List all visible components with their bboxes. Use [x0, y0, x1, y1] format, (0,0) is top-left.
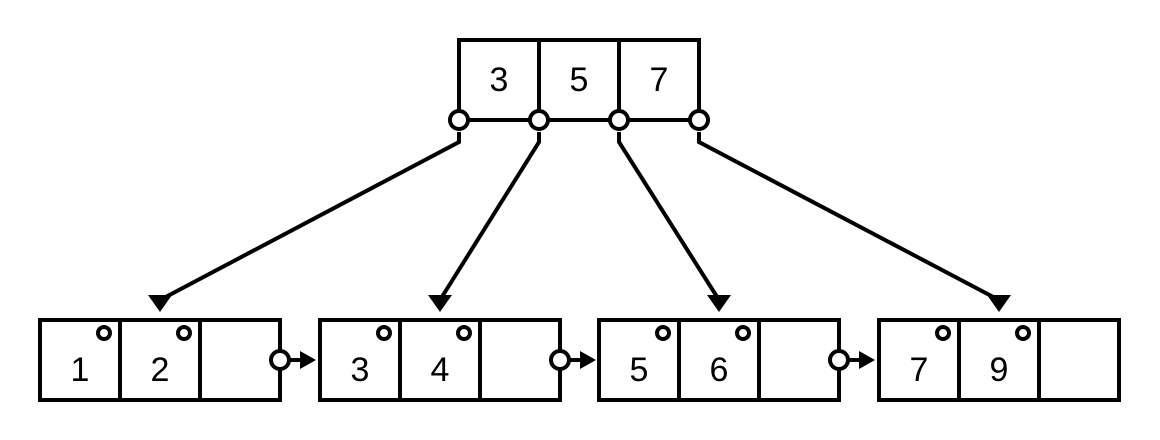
arrowhead-icon — [428, 295, 452, 312]
leaf-node: 1 2 — [38, 318, 282, 402]
leaf-key-cell — [1037, 318, 1121, 402]
arrowhead-icon — [148, 295, 172, 312]
leaf-key-cell — [198, 318, 282, 402]
arrowhead-icon — [707, 295, 731, 312]
record-pointer-icon — [376, 325, 392, 341]
leaf-node: 7 9 — [877, 318, 1121, 402]
leaf-key-label: 9 — [990, 351, 1009, 389]
pointer-circle-icon — [608, 109, 630, 131]
record-pointer-icon — [456, 325, 472, 341]
root-key-label: 7 — [650, 61, 669, 99]
child-edges — [148, 132, 1011, 312]
pointer-circle-icon — [528, 109, 550, 131]
pointer-circle-icon — [448, 109, 470, 131]
record-pointer-icon — [1015, 325, 1031, 341]
leaf-key-cell — [677, 318, 761, 402]
leaf-node: 3 4 — [318, 318, 562, 402]
record-pointer-icon — [176, 325, 192, 341]
root-key-cell — [537, 38, 621, 122]
pointer-circle-icon — [688, 109, 710, 131]
sibling-links — [269, 349, 875, 371]
root-key-cell — [457, 38, 541, 122]
leaf-key-label: 6 — [710, 351, 729, 389]
arrowhead-icon — [987, 295, 1011, 312]
child-edge — [617, 132, 721, 302]
arrowhead-icon — [859, 351, 875, 369]
leaf-key-cell — [757, 318, 841, 402]
arrowhead-icon — [300, 351, 316, 369]
leaf-key-label: 7 — [910, 351, 929, 389]
root-key-cell — [617, 38, 701, 122]
leaf-key-label: 3 — [351, 351, 370, 389]
leaf-node: 5 6 — [597, 318, 841, 402]
root-pointers — [448, 109, 710, 131]
leaf-key-label: 5 — [630, 351, 649, 389]
pointer-circle-icon — [269, 349, 291, 371]
child-edge — [438, 132, 541, 302]
record-pointer-icon — [655, 325, 671, 341]
record-pointer-icon — [935, 325, 951, 341]
leaf-key-label: 4 — [431, 351, 450, 389]
leaf-key-label: 1 — [71, 351, 90, 389]
root-key-label: 5 — [570, 61, 589, 99]
pointer-circle-icon — [549, 349, 571, 371]
pointer-circle-icon — [828, 349, 850, 371]
child-edge — [159, 132, 461, 302]
child-edge — [697, 132, 1000, 302]
root-key-label: 3 — [490, 61, 509, 99]
root-node: 3 5 7 — [457, 38, 701, 122]
leaf-key-label: 2 — [151, 351, 170, 389]
arrowhead-icon — [580, 351, 596, 369]
record-pointer-icon — [735, 325, 751, 341]
record-pointer-icon — [96, 325, 112, 341]
leaf-key-cell — [478, 318, 562, 402]
